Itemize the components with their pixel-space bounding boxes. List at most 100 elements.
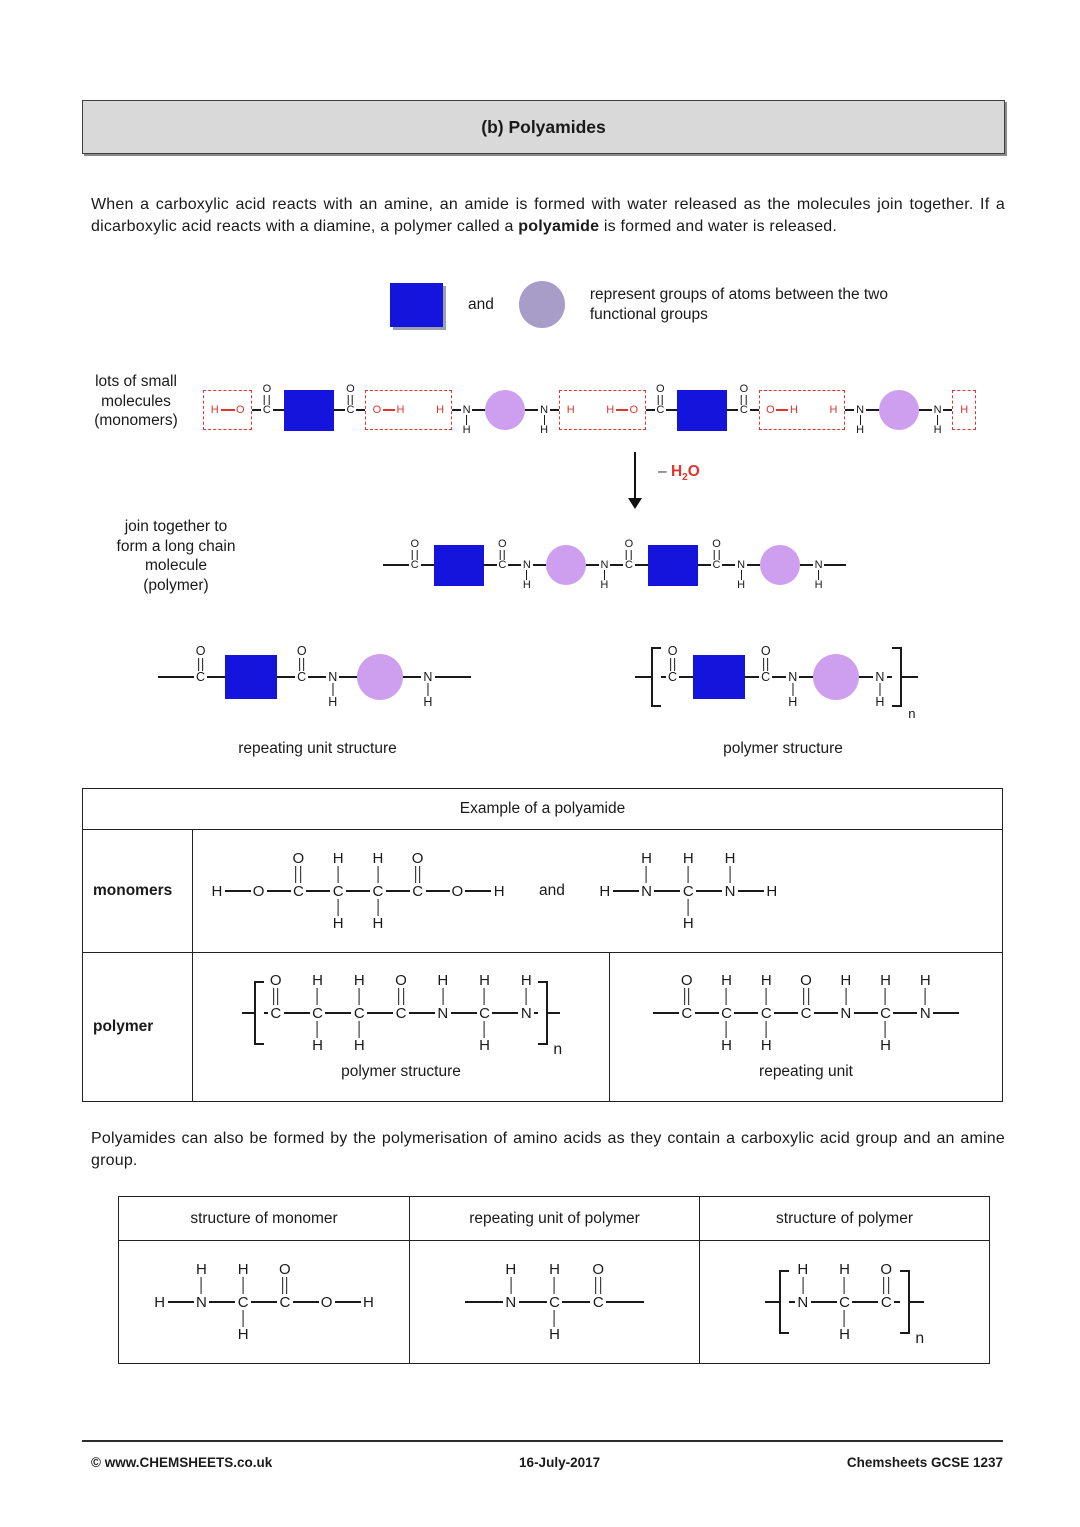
- bond: [799, 564, 813, 566]
- bond: [845, 409, 855, 411]
- substituent-O: O: [196, 645, 205, 671]
- monomer-block-square: [283, 389, 334, 431]
- substituent-H: H: [815, 570, 823, 591]
- repeating-unit-cell-caption: repeating unit: [759, 1063, 853, 1080]
- section-title-box: (b) Polyamides: [82, 100, 1005, 154]
- bracket-r: n: [900, 1270, 924, 1347]
- atom-H: H: [599, 882, 611, 900]
- intro-paragraph: When a carboxylic acid reacts with an am…: [91, 194, 1005, 237]
- bond: [518, 1301, 547, 1303]
- atom-O: O: [320, 1293, 333, 1311]
- monomers-diagram-label: lots of small molecules (monomers): [94, 373, 178, 429]
- atom-O: O: [236, 403, 245, 416]
- bond: [251, 1301, 277, 1303]
- bond: [292, 1301, 319, 1303]
- atom-H: H: [606, 403, 615, 416]
- substituent-H: H: [880, 1020, 891, 1053]
- bond: [308, 676, 327, 678]
- bond: [788, 1301, 795, 1303]
- bond: [764, 1301, 779, 1303]
- bond: [451, 409, 461, 411]
- bond: [472, 409, 486, 411]
- bond: [333, 409, 345, 411]
- bond: [508, 564, 522, 566]
- substituent-H: H: [505, 1262, 516, 1295]
- substituent-O: O: [270, 973, 282, 1006]
- substituent-H: H: [641, 851, 652, 884]
- monomer-group-circle: [357, 654, 404, 700]
- bond: [696, 890, 723, 892]
- substituent-H: H: [333, 851, 344, 884]
- polymer-row-label: polymer: [83, 953, 193, 1101]
- atom-H: H: [396, 403, 405, 416]
- bond: [749, 409, 759, 411]
- substituent-H: H: [920, 973, 931, 1006]
- repeating-unit-caption: repeating unit structure: [238, 740, 397, 757]
- substituent-H: H: [725, 851, 735, 884]
- bond: [263, 1012, 268, 1014]
- bracket-r: n: [538, 981, 562, 1058]
- atom-H: H: [790, 403, 798, 416]
- bond: [534, 1012, 539, 1014]
- substituent-H: H: [856, 415, 864, 436]
- substituent-H: H: [196, 1262, 207, 1295]
- substituent-H: H: [479, 973, 490, 1006]
- substituent-H: H: [737, 570, 745, 591]
- substituent-H: H: [372, 851, 383, 884]
- substituent-O: O: [800, 973, 812, 1006]
- bond: [654, 890, 681, 892]
- atom-H: H: [566, 403, 575, 416]
- substituent-H: H: [839, 1309, 850, 1342]
- and-label: and: [539, 882, 565, 899]
- substituent-H: H: [761, 1020, 772, 1053]
- bond: [824, 564, 847, 566]
- bond: [532, 564, 546, 566]
- substituent-H: H: [521, 973, 532, 1006]
- substituent-H: H: [839, 1262, 850, 1295]
- bond: [158, 676, 194, 678]
- repeat-subscript-n: n: [915, 1330, 925, 1347]
- substituent-O: O: [498, 538, 507, 560]
- polymer-diagram-label: join together to form a long chain molec…: [116, 518, 236, 594]
- bond: [894, 1301, 901, 1303]
- atom-O: O: [766, 403, 775, 416]
- bond: [666, 409, 678, 411]
- monomer-group-circle: [878, 390, 919, 430]
- substituent-H: H: [523, 570, 531, 591]
- substituent-O: O: [293, 851, 304, 884]
- bond: [383, 564, 409, 566]
- monomer-block-square: [647, 544, 698, 586]
- bond: [918, 409, 932, 411]
- substituent-H: H: [238, 1262, 249, 1295]
- bond: [774, 1012, 799, 1014]
- bond: [886, 676, 892, 678]
- substituent-O: O: [761, 645, 771, 671]
- bond: [434, 676, 471, 678]
- bond: [772, 676, 787, 678]
- substituent-H: H: [600, 570, 608, 591]
- bond: [367, 1012, 394, 1014]
- atom-H: H: [211, 882, 223, 900]
- footer-divider: [82, 1440, 1003, 1442]
- bond: [306, 890, 331, 892]
- bond: [266, 890, 291, 892]
